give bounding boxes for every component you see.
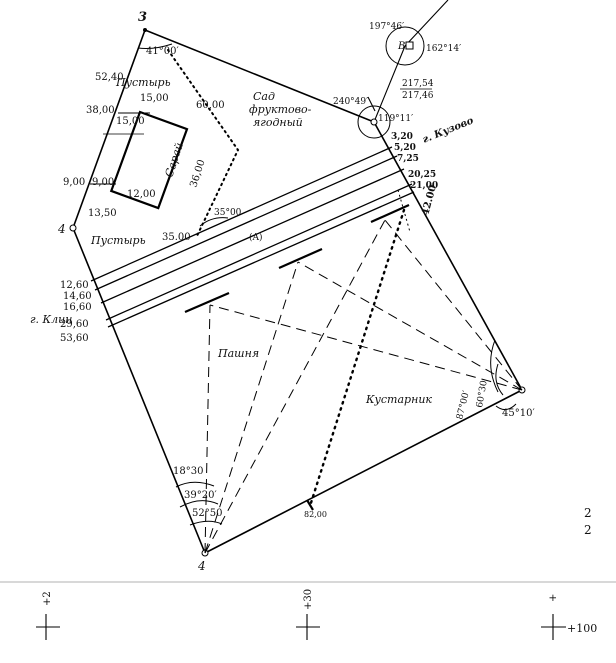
left-offset-3: 9,00 [63, 177, 85, 188]
angle-bottom-c: 52°50 [192, 508, 222, 519]
distance-fraction-den: 217,46 [402, 91, 434, 101]
left-offset-6: 14,60 [63, 291, 92, 302]
left-offset-7: 16,60 [63, 302, 92, 313]
orchard-dotted-boundary [167, 49, 240, 239]
label-wasteland-top: Пустырь [115, 76, 171, 89]
control-point-label: В [397, 41, 405, 52]
barn-dim-left-top: 15,00 [116, 116, 145, 127]
dotted-line-right [308, 208, 406, 508]
barn-outline [109, 110, 189, 210]
station-bottom-label: 4 [197, 559, 206, 573]
angle-bottom-b: 39°20′ [184, 490, 217, 501]
control-line [367, 0, 449, 123]
distance-35: 35.00 [162, 232, 191, 243]
grid-label-1: +2 [42, 591, 53, 606]
station-left-label: 4 [57, 222, 66, 236]
station-top-label: 3 [138, 10, 147, 25]
angle-bottom-a: 18°30 [173, 466, 203, 477]
left-offset-2: 38,00 [86, 105, 115, 116]
label-road-mark: (A) [249, 232, 263, 243]
bar-markers [184, 203, 410, 511]
right-offset-1: 3,20 [391, 132, 413, 142]
angle-right-top-b: 119°11′ [378, 114, 413, 124]
distance-60: 60,00 [196, 100, 225, 111]
label-road-left: г. Клин [30, 313, 72, 326]
left-offset-8: 29,60 [60, 319, 89, 330]
angle-top: 41°00′ [146, 46, 179, 57]
angle-cp-left: 197°46′ [369, 22, 404, 32]
right-offset-5: 21,00 [410, 181, 438, 191]
angle-inner: 35°00 [214, 208, 242, 218]
left-offset-1: 52,40 [95, 72, 124, 83]
angle-arcs [137, 43, 517, 526]
barn-dim-top: 15,00 [140, 93, 169, 104]
label-garden-2: фруктово- [249, 103, 312, 116]
margin-number-2: 2 [584, 523, 592, 537]
right-offset-3: 7,25 [397, 154, 419, 164]
right-offset-2: 5,20 [394, 143, 416, 153]
left-offset-9: 53,60 [60, 333, 89, 344]
left-offset-4: 13,50 [88, 208, 117, 219]
grid-crosses [36, 614, 566, 640]
label-garden-1: Сад [253, 90, 275, 103]
label-field: Пашня [217, 347, 259, 360]
label-wasteland-left: Пустырь [90, 234, 146, 247]
distance-82: 82,00 [304, 510, 327, 519]
barn-dim-left-mid: 9,00 [92, 177, 114, 188]
right-offset-4: 20,25 [408, 170, 436, 180]
grid-label-2: +30 [303, 589, 314, 610]
grid-label-4: +100 [567, 622, 597, 635]
margin-number-1: 2 [584, 506, 592, 520]
angle-cp-right: 162°14′ [426, 44, 461, 54]
label-shrub: Кустарник [365, 393, 432, 406]
angle-right-a: 87°00′ [455, 390, 472, 421]
angle-right-top: 240°49′ [333, 97, 368, 107]
offset-lines [90, 112, 150, 185]
distance-fraction-num: 217,54 [402, 79, 434, 89]
label-road-right: г. Кузово [421, 115, 475, 146]
left-offset-5: 12,60 [60, 280, 89, 291]
road-lines [90, 146, 415, 328]
parcel-boundary [72, 29, 523, 554]
label-barn: Сарай [162, 141, 185, 179]
angle-right-b: 60°30 [475, 380, 490, 409]
label-garden-3: ягодный [253, 116, 303, 129]
distance-36: 36,00 [188, 158, 207, 189]
angle-right-c: 45°10′ [502, 408, 535, 419]
control-point-square [405, 41, 414, 50]
barn-dim-bottom: 12,00 [127, 189, 156, 200]
dashed-sight-lines [204, 219, 523, 554]
grid-label-3: + [548, 594, 559, 602]
